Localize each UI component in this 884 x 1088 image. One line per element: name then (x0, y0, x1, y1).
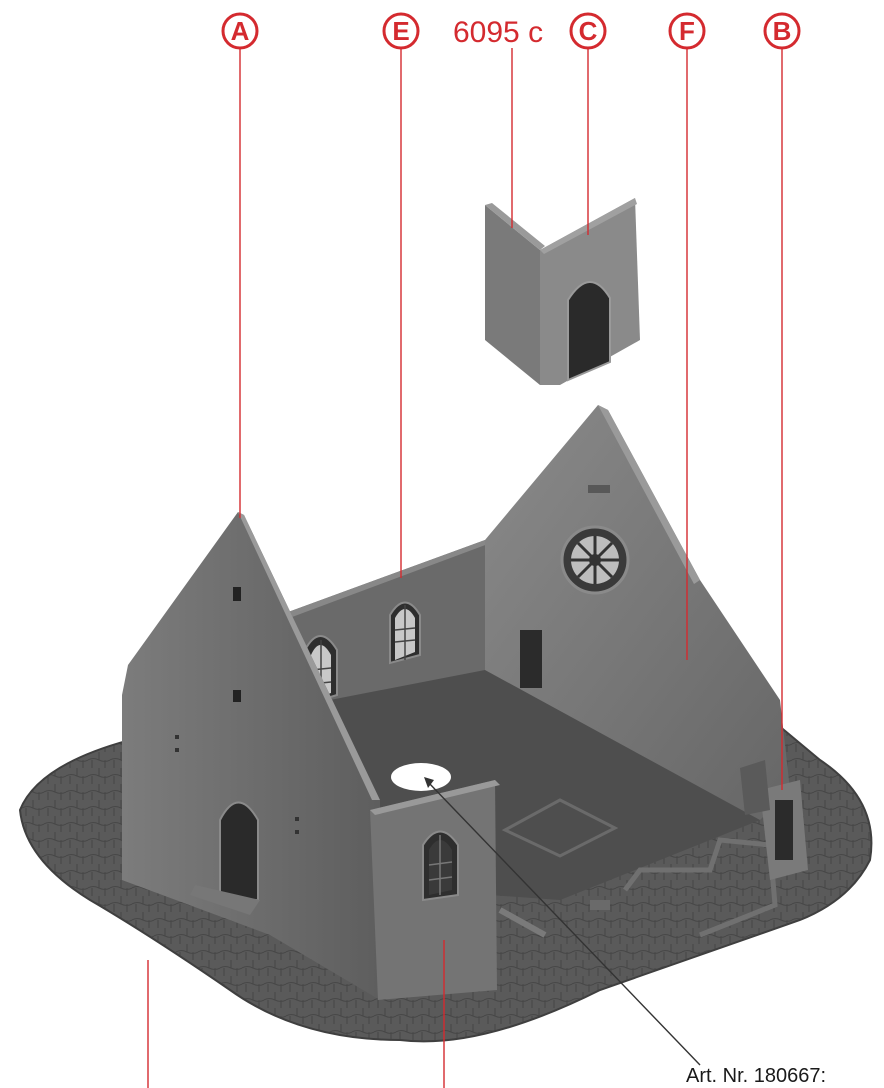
arched-window (423, 832, 458, 901)
chimney-opening (391, 763, 451, 791)
rose-window (562, 527, 628, 593)
arched-door (220, 803, 258, 901)
callout-e: E (384, 14, 418, 48)
door-opening (520, 630, 542, 688)
callout-c: C (571, 14, 605, 48)
part-number-label: 6095 c (453, 16, 543, 49)
arched-door (568, 282, 610, 380)
arched-window (390, 603, 420, 664)
article-number-note: Art. Nr. 180667: (686, 1065, 826, 1087)
label-plate (588, 485, 610, 493)
front-wall-segment (370, 780, 500, 1000)
callout-b: B (765, 14, 799, 48)
callout-a: A (223, 14, 257, 48)
callout-f: F (670, 14, 704, 48)
svg-text:E: E (392, 16, 409, 46)
svg-text:C: C (579, 16, 598, 46)
svg-text:B: B (773, 16, 792, 46)
wall-part-6095c (485, 198, 640, 385)
svg-text:F: F (679, 16, 695, 46)
svg-text:A: A (231, 16, 250, 46)
